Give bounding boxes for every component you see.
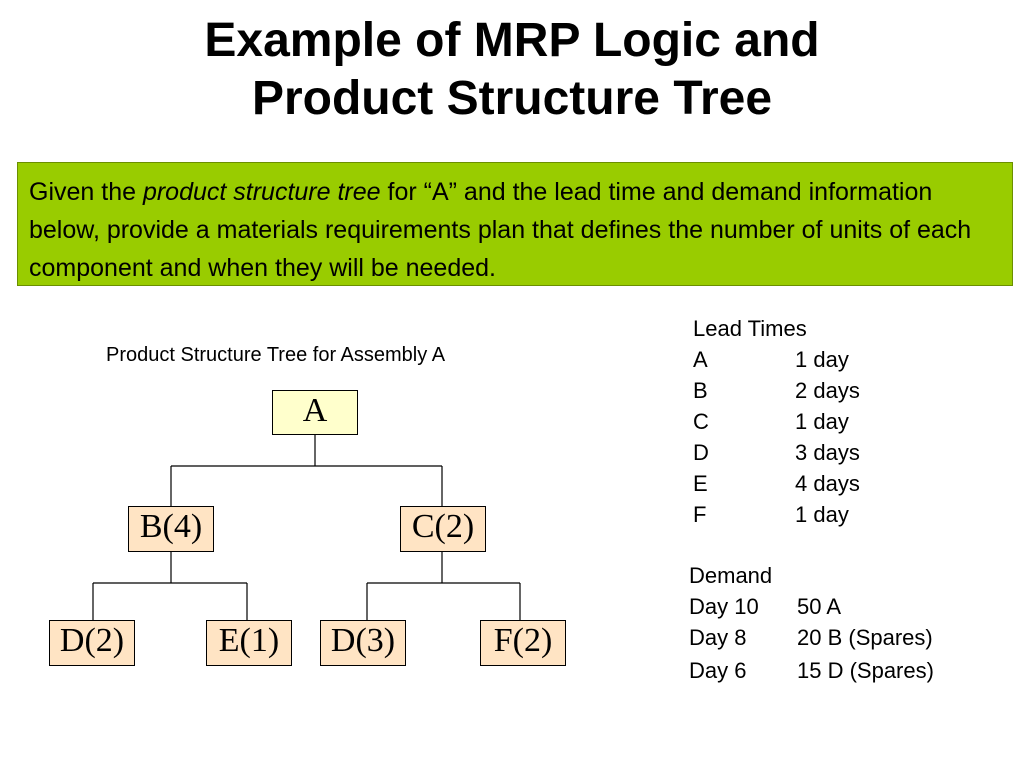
- demand-header: Demand: [689, 563, 773, 588]
- problem-text-italic: product structure tree: [142, 178, 381, 206]
- lead-time-value: 4 days: [795, 471, 860, 496]
- demand-row: Day 6 15 D (Spares): [689, 655, 934, 686]
- tree-node-d2: D(2): [49, 620, 135, 666]
- lead-time-row: E 4 days: [693, 468, 860, 499]
- lead-time-item: C: [693, 409, 709, 434]
- slide-title: Example of MRP Logic and Product Structu…: [0, 12, 1024, 128]
- tree-node-c2: C(2): [400, 506, 486, 552]
- demand-quantity: 50 A: [797, 594, 842, 619]
- tree-caption: Product Structure Tree for Assembly A: [106, 344, 446, 366]
- lead-time-item: F: [693, 502, 707, 527]
- lead-time-item: A: [693, 347, 708, 372]
- lead-time-row: D 3 days: [693, 437, 860, 468]
- lead-time-value: 1 day: [795, 502, 849, 527]
- tree-node-f2: F(2): [480, 620, 566, 666]
- lead-time-value: 1 day: [795, 409, 849, 434]
- demand-table: Demand Day 10 50 A Day 8 20 B (Spares) D…: [689, 560, 934, 686]
- problem-text-start: Given the: [29, 178, 143, 206]
- tree-node-a: A: [272, 390, 358, 435]
- lead-time-value: 1 day: [795, 347, 849, 372]
- tree-node-e1: E(1): [206, 620, 292, 666]
- lead-time-row: F 1 day: [693, 499, 860, 530]
- problem-text-end: for “A” and the lead time and demand inf…: [29, 178, 972, 282]
- demand-row: Day 10 50 A: [689, 591, 934, 622]
- demand-row: Day 8 20 B (Spares): [689, 622, 934, 653]
- problem-statement-box: Given the product structure tree for “A”…: [17, 162, 1013, 286]
- slide-title-line-1: Example of MRP Logic and: [204, 14, 820, 67]
- lead-time-row: B 2 days: [693, 375, 860, 406]
- lead-times-header: Lead Times: [693, 316, 807, 341]
- demand-day: Day 6: [689, 658, 747, 683]
- lead-time-item: E: [693, 471, 708, 496]
- demand-quantity: 20 B (Spares): [797, 625, 933, 650]
- lead-times-table: Lead Times A 1 day B 2 days C 1 day D 3 …: [693, 313, 860, 530]
- demand-day: Day 8: [689, 625, 747, 650]
- lead-time-value: 3 days: [795, 440, 860, 465]
- tree-node-b4: B(4): [128, 506, 214, 552]
- lead-time-value: 2 days: [795, 378, 860, 403]
- lead-time-row: C 1 day: [693, 406, 860, 437]
- lead-time-item: D: [693, 440, 709, 465]
- lead-time-item: B: [693, 378, 708, 403]
- lead-time-row: A 1 day: [693, 344, 860, 375]
- tree-node-d3: D(3): [320, 620, 406, 666]
- demand-day: Day 10: [689, 594, 759, 619]
- slide-title-line-2: Product Structure Tree: [251, 72, 773, 125]
- demand-quantity: 15 D (Spares): [797, 658, 934, 683]
